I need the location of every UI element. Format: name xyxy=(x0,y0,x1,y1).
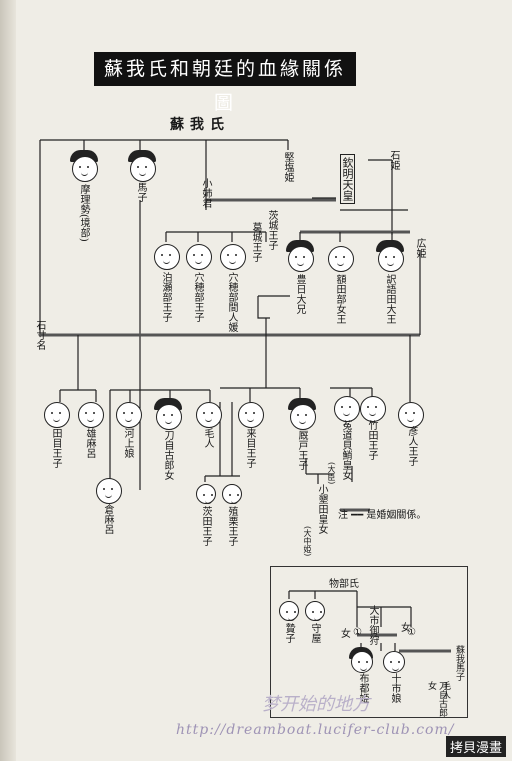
face-icon xyxy=(156,404,182,430)
inset-title: 物部氏 xyxy=(329,579,359,590)
person-ubaraki: 茨城王子 xyxy=(266,210,277,250)
face-icon xyxy=(186,244,212,270)
person-ishiki: 石寸名 xyxy=(34,320,45,350)
person-umako: 馬子 xyxy=(135,182,146,202)
person-anahobe-hashi: 穴穂部間人媛 xyxy=(226,272,237,332)
person-ishi: 石姫 xyxy=(388,150,399,170)
person-katashio: 堅塩姫 xyxy=(282,152,293,182)
person-umayado: 厩戸王子 xyxy=(296,430,307,470)
person-toyohi: 豊日大兄 xyxy=(294,274,305,314)
person-tojiko: 刀自古郎女 xyxy=(162,430,173,480)
face-icon xyxy=(290,404,316,430)
inset-circle2: ① xyxy=(407,627,416,638)
person-omaro: 雄麻呂 xyxy=(84,428,95,458)
face-icon xyxy=(44,402,70,428)
face-icon xyxy=(196,402,222,428)
person-kuramaro: 倉麻呂 xyxy=(102,504,113,534)
page-title: 蘇我氏和朝廷的血緣關係圖 xyxy=(94,52,356,114)
inset-futsu: 布都姫 xyxy=(357,673,368,703)
face-icon xyxy=(279,601,299,621)
face-icon xyxy=(328,246,354,272)
face-icon xyxy=(116,402,142,428)
face-icon xyxy=(130,156,156,182)
face-icon xyxy=(334,396,360,422)
face-icon xyxy=(305,601,325,621)
person-anahobe: 穴穂部王子 xyxy=(192,272,203,322)
page-spine xyxy=(0,0,16,761)
person-tame: 田目王子 xyxy=(50,428,61,468)
person-kinmei: 欽明天皇 xyxy=(340,154,355,204)
face-icon xyxy=(222,484,242,504)
face-icon xyxy=(378,246,404,272)
face-icon xyxy=(360,396,386,422)
inset-onna2: 女 xyxy=(401,623,411,634)
person-kazuraki: 葛城王子 xyxy=(250,222,261,262)
face-icon xyxy=(196,484,216,504)
person-owari: 小墾田皇女 xyxy=(316,484,327,534)
inset-umako: 蘇我馬子 xyxy=(454,645,464,681)
face-icon xyxy=(220,244,246,270)
person-hiko: 彥人王子 xyxy=(406,426,417,466)
face-icon xyxy=(351,651,373,673)
inset-onna1: 女 xyxy=(341,629,351,640)
face-icon xyxy=(78,402,104,428)
face-icon xyxy=(288,246,314,272)
person-kume: 来目王子 xyxy=(244,428,255,468)
face-icon xyxy=(154,244,180,270)
person-osada: 訳語田大王 xyxy=(384,274,395,324)
inset-circle1: ① xyxy=(353,627,362,638)
person-nukatabe: 額田部女王 xyxy=(334,274,345,324)
face-icon xyxy=(96,478,122,504)
inset-emishi: 毛人 xyxy=(440,681,450,699)
title-ohira: (大中姫) xyxy=(303,526,312,557)
person-hakuri: 殖栗王子 xyxy=(226,506,237,546)
inset-niekko: 贄子 xyxy=(283,623,294,643)
face-icon xyxy=(383,651,405,673)
title-oomi: (大臣) xyxy=(327,462,336,485)
person-takeda: 竹田王子 xyxy=(366,420,377,460)
person-manta: 茨田王子 xyxy=(200,506,211,546)
face-icon xyxy=(398,402,424,428)
person-hatsusebe: 泊瀬部王子 xyxy=(160,272,171,322)
person-hirohime: 広姫 xyxy=(414,238,425,258)
inset-omuraji: 大市御狩 xyxy=(367,605,378,645)
brand-badge: 拷貝漫畫 xyxy=(445,736,506,757)
person-uji: 菟道貝鮹皇女 xyxy=(340,420,351,480)
watermark-text: 梦开始的地方 xyxy=(262,694,370,715)
watermark-url: http://dreamboat.lucifer-club.com/ xyxy=(176,722,455,738)
inset-moriya: 守屋 xyxy=(309,623,320,643)
inset-tojiko: 刀自古郎女 xyxy=(426,681,447,717)
person-oname: 小姉君 xyxy=(200,178,211,208)
person-marishi: 摩理勢(境部) xyxy=(78,184,89,242)
face-icon xyxy=(238,402,264,428)
legend-note: 注 ━━ 是婚姻關係。 xyxy=(338,510,427,521)
mononobe-inset: 物部氏 贄子 守屋 女 大市御狩 女 ① ① 布都姫 十市娘 蘇我馬子 毛人 刀… xyxy=(270,566,468,718)
face-icon xyxy=(72,156,98,182)
inset-lines xyxy=(288,590,451,653)
person-emishi: 毛人 xyxy=(202,428,213,448)
inset-toichi: 十市娘 xyxy=(389,673,400,703)
person-kawakami: 河上娘 xyxy=(122,428,133,458)
clan-label: 蘇我氏 xyxy=(170,117,230,133)
